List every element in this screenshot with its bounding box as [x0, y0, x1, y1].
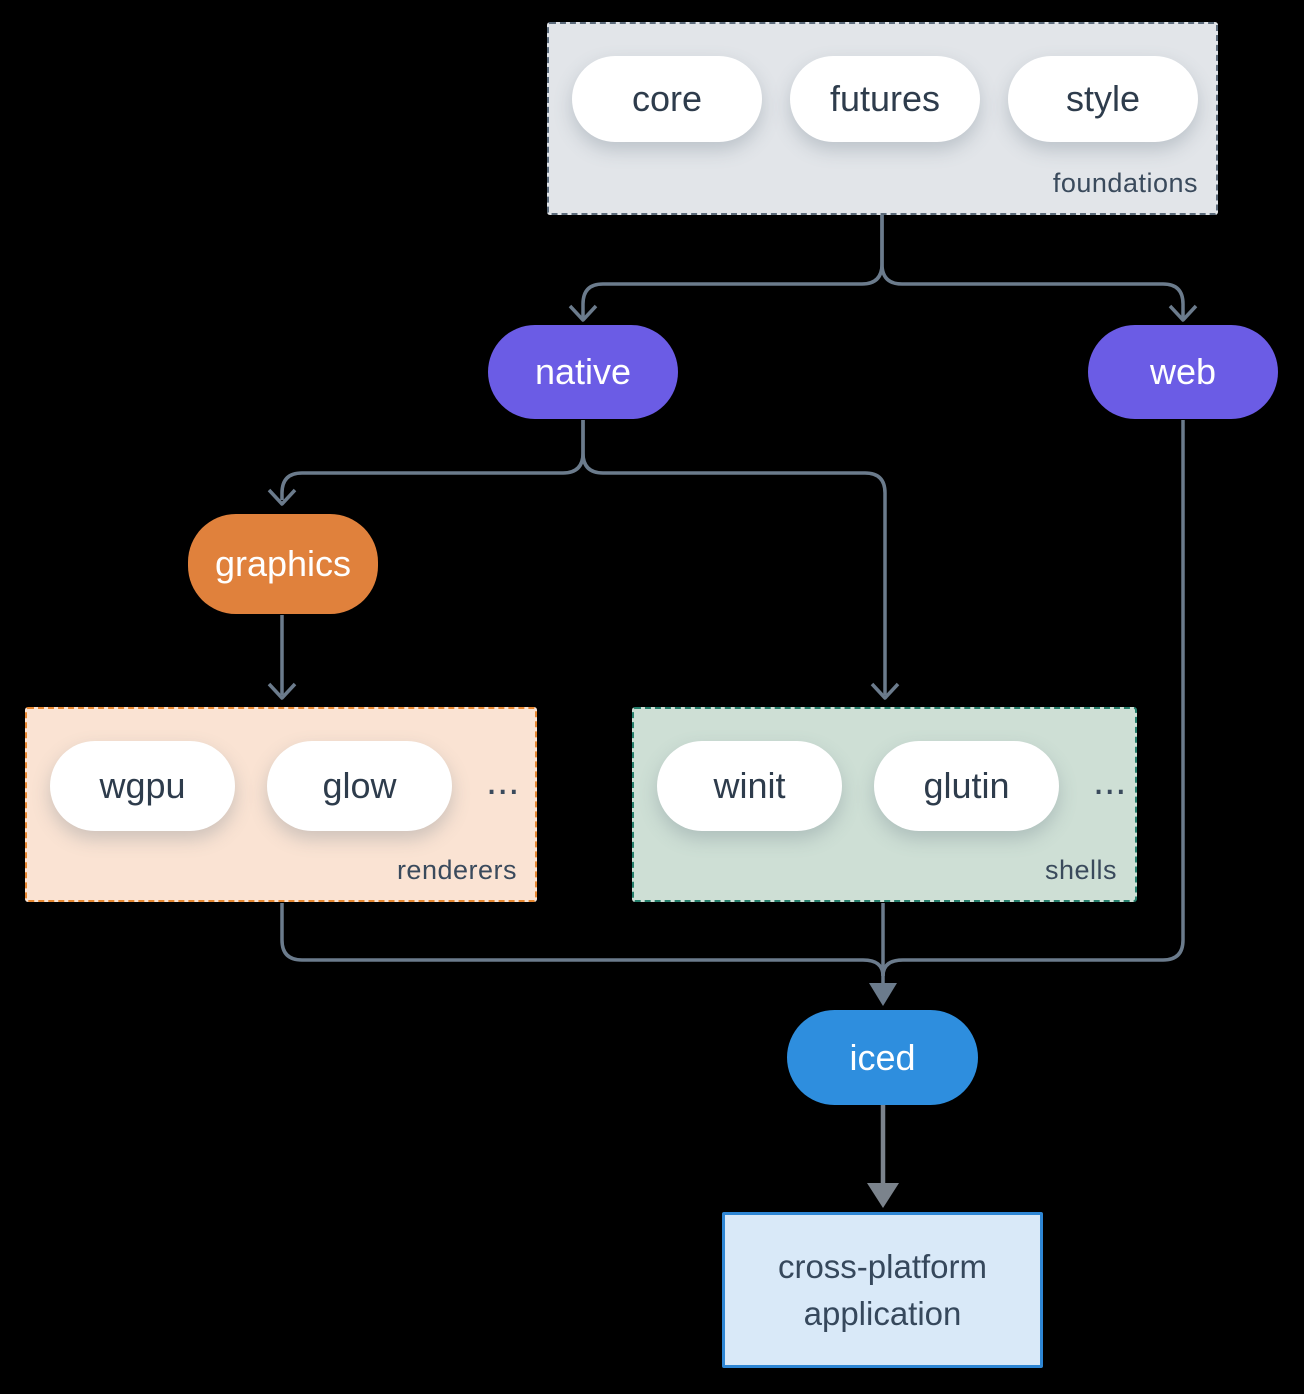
arrowhead-shells [870, 682, 900, 700]
renderers-ellipsis: ... [486, 758, 520, 803]
node-graphics: graphics [188, 514, 378, 614]
node-winit: winit [657, 741, 842, 831]
cross-platform-application-box: cross-platform application [722, 1212, 1043, 1368]
arrowhead-web [1168, 304, 1198, 322]
renderers-group: wgpu glow ... renderers [25, 707, 537, 902]
foundations-label: foundations [1052, 168, 1198, 198]
node-futures: futures [790, 56, 980, 142]
node-web: web [1088, 325, 1278, 419]
foundations-group: core futures style foundations [547, 22, 1218, 215]
edge-web-iced [881, 420, 1185, 977]
arrowhead-native [568, 304, 598, 322]
node-core: core [572, 56, 762, 142]
renderers-pill-row: wgpu glow ... [50, 741, 519, 831]
edge-native-shells [581, 420, 887, 695]
node-glow: glow [267, 741, 452, 831]
edge-renderers-iced [280, 903, 885, 977]
shells-label: shells [1044, 855, 1117, 885]
edge-foundations-native [581, 215, 884, 318]
node-native: native [488, 325, 678, 419]
shells-pill-row: winit glutin ... [657, 741, 1126, 831]
node-wgpu: wgpu [50, 741, 235, 831]
node-glutin: glutin [874, 741, 1059, 831]
renderers-label: renderers [396, 855, 517, 885]
arrowhead-renderers [267, 682, 297, 700]
application-label-line1: cross-platform [777, 1248, 988, 1285]
node-style: style [1008, 56, 1198, 142]
edge-native-graphics [280, 420, 585, 500]
arrowhead-iced [869, 983, 897, 1006]
arrowhead-application [867, 1183, 899, 1208]
application-label-line2: application [803, 1295, 962, 1332]
node-iced: iced [787, 1010, 978, 1105]
edge-foundations-web [880, 215, 1185, 318]
shells-group: winit glutin ... shells [632, 707, 1137, 902]
foundations-pill-row: core futures style [572, 56, 1198, 142]
shells-ellipsis: ... [1093, 758, 1127, 803]
arrowhead-graphics [267, 488, 297, 506]
